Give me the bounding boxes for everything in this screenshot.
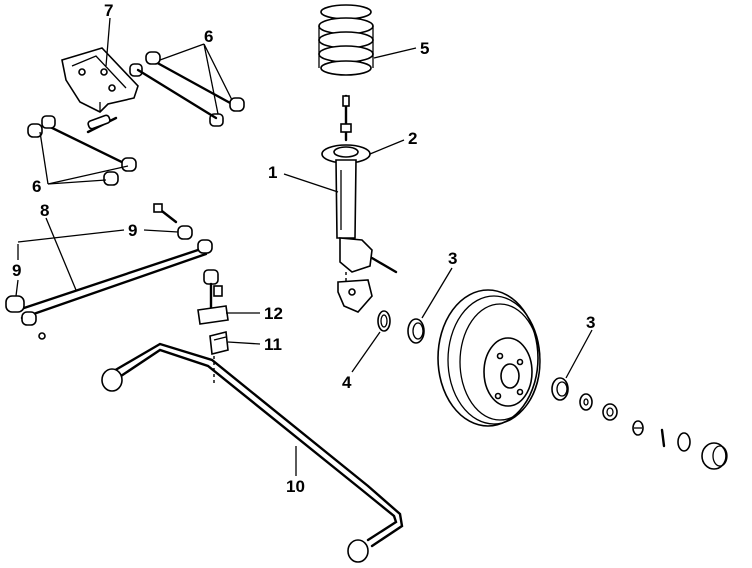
callout-7: 7 xyxy=(104,1,113,20)
callout-10: 10 xyxy=(286,477,305,496)
lower-lateral-link xyxy=(27,114,137,186)
callout-5: 5 xyxy=(420,39,429,58)
outer-bearing xyxy=(551,377,569,401)
nut-lock xyxy=(632,420,644,436)
hub-nut xyxy=(602,403,618,421)
stabilizer-bushing xyxy=(209,331,229,355)
callout-1: 1 xyxy=(268,163,277,182)
trailing-rod xyxy=(5,203,213,340)
callout-3-right: 3 xyxy=(586,313,595,332)
callout-8: 8 xyxy=(40,201,49,220)
stabilizer-link xyxy=(197,269,229,325)
callout-4: 4 xyxy=(342,373,352,392)
hub-washer xyxy=(579,393,593,411)
callout-11: 11 xyxy=(264,335,282,354)
stabilizer-bar xyxy=(101,342,404,563)
dust-cap xyxy=(701,442,728,470)
lower-bracket xyxy=(337,279,373,313)
mounting-bracket xyxy=(61,47,139,113)
leader-lines xyxy=(15,17,593,476)
cotter-pin xyxy=(660,428,666,448)
o-ring xyxy=(677,432,691,452)
callout-9-left: 9 xyxy=(12,261,21,280)
callout-6-lower: 6 xyxy=(32,177,41,196)
coil-spring xyxy=(318,4,374,76)
callout-3-left: 3 xyxy=(448,249,457,268)
inner-bearing xyxy=(407,318,425,344)
callout-labels: 7 6 6 8 9 9 12 11 10 1 2 5 3 3 4 xyxy=(12,1,595,496)
strut-assembly xyxy=(321,94,398,313)
steering-knuckle xyxy=(339,237,373,273)
callout-2: 2 xyxy=(408,129,417,148)
upper-lateral-link xyxy=(129,51,245,127)
callout-6-upper: 6 xyxy=(204,27,213,46)
oil-seal xyxy=(377,310,391,332)
callout-9-upper: 9 xyxy=(128,221,137,240)
callout-12: 12 xyxy=(264,304,283,323)
brake-drum xyxy=(437,289,541,427)
